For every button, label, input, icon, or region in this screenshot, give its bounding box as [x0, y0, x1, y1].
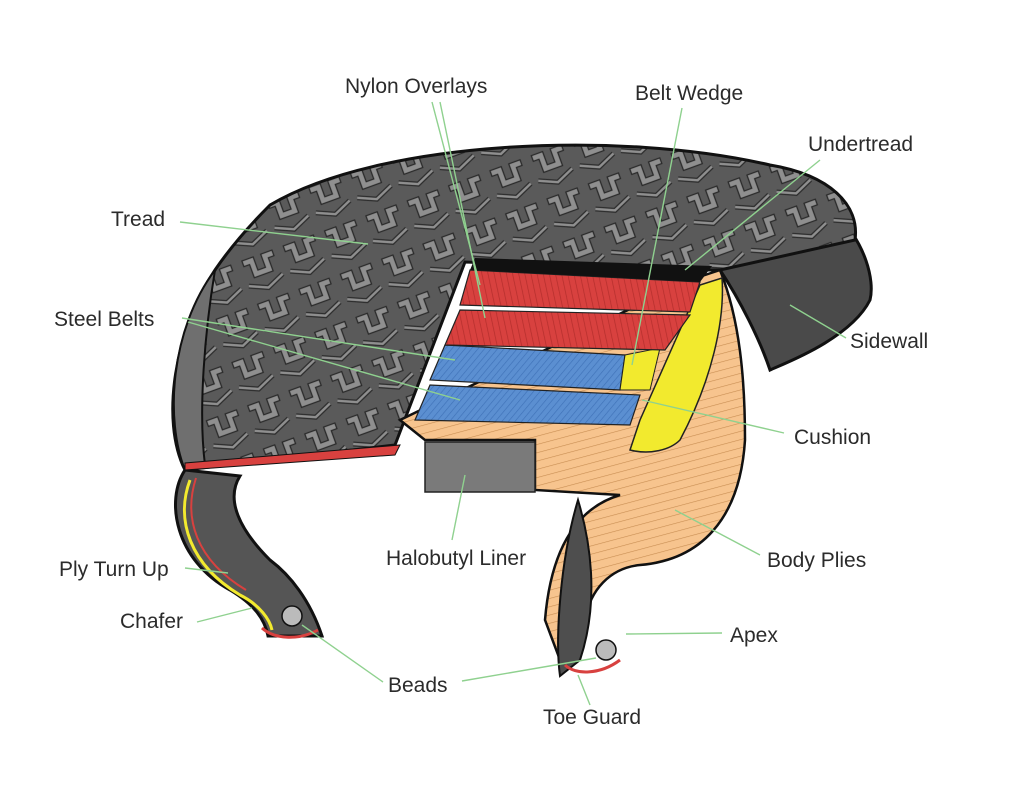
- bead-right: [595, 639, 617, 661]
- label-beads: Beads: [388, 674, 448, 697]
- right-sidewall: [557, 496, 593, 678]
- steel-belt-lower: [414, 384, 641, 426]
- label-cushion: Cushion: [794, 426, 872, 449]
- toe-guard-shape: [563, 658, 621, 674]
- label-tread: Tread: [111, 208, 166, 231]
- body-plies-section: [397, 268, 747, 663]
- label-toe-guard: Toe Guard: [543, 706, 642, 729]
- leader-lines: [179, 101, 847, 706]
- left-sidewall: [173, 468, 325, 638]
- label-body-plies: Body Plies: [767, 549, 867, 572]
- label-steel-belts: Steel Belts: [54, 308, 155, 331]
- label-undertread: Undertread: [808, 133, 914, 156]
- left-inner-ply-red: [190, 477, 247, 591]
- label-halobutyl-liner: Halobutyl Liner: [386, 547, 527, 570]
- left-inner-ply: [182, 479, 274, 631]
- label-chafer: Chafer: [120, 610, 184, 633]
- halobutyl-liner-block: [424, 441, 536, 493]
- label-ply-turn-up: Ply Turn Up: [59, 558, 169, 581]
- label-apex: Apex: [730, 624, 778, 647]
- left-ply-edge: [184, 444, 401, 471]
- cushion-layer: [629, 276, 724, 453]
- bead-left: [281, 605, 303, 627]
- nylon-overlay-lower: [444, 309, 692, 351]
- label-nylon-overlays: Nylon Overlays: [345, 75, 488, 98]
- tread-edge: [172, 269, 216, 472]
- label-sidewall: Sidewall: [850, 330, 929, 353]
- label-belt-wedge: Belt Wedge: [635, 82, 744, 105]
